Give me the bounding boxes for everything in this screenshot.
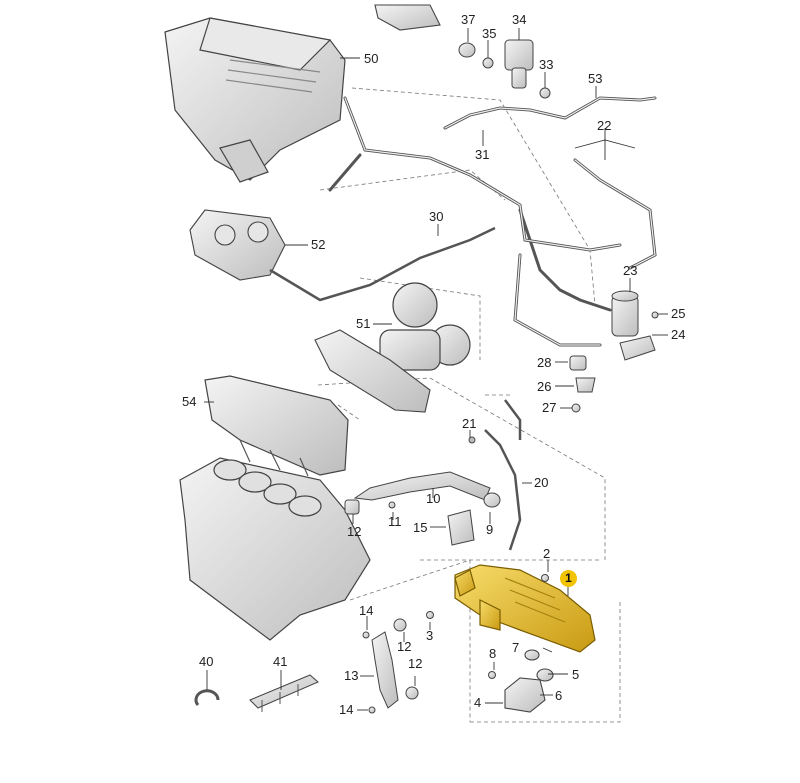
- callout-part-52: 52: [311, 237, 326, 252]
- callout-part-25: 25: [671, 306, 686, 321]
- callout-part-10: 10: [426, 491, 441, 506]
- callout-part-51: 51: [356, 316, 371, 331]
- callout-part-50: 50: [364, 51, 379, 66]
- bolts: [426, 574, 549, 679]
- vacuum-reservoir: [611, 290, 659, 361]
- callout-part-12-lower: 12: [408, 656, 423, 671]
- egr-pipe: [344, 471, 501, 515]
- leader-lines: [204, 28, 668, 711]
- coolant-hose: [362, 618, 419, 714]
- callout-part-35: 35: [482, 26, 497, 41]
- callout-part-26: 26: [537, 379, 552, 394]
- exhaust-manifold: [314, 329, 431, 413]
- pressure-pipe: [484, 399, 522, 551]
- callout-part-2: 2: [543, 546, 551, 561]
- engine-cover: [189, 209, 286, 281]
- callout-part-11: 11: [388, 514, 402, 529]
- callout-part-23: 23: [623, 263, 638, 278]
- retaining-clips: [569, 355, 596, 413]
- cover-pipe: [269, 226, 496, 302]
- callout-part-54: 54: [182, 394, 197, 409]
- callout-part-14-upper: 14: [359, 603, 374, 618]
- callout-part-33: 33: [539, 57, 554, 72]
- callout-part-1: 1: [560, 570, 577, 587]
- callout-part-28: 28: [537, 355, 552, 370]
- egr-cooler-highlighted: [454, 564, 596, 653]
- bracket-15: [447, 509, 475, 546]
- callout-part-8: 8: [489, 646, 497, 661]
- top-bracket: [374, 4, 441, 31]
- vacuum-hoses-highlight: [344, 97, 656, 346]
- callout-part-12-middle: 12: [397, 639, 412, 654]
- callout-part-37: 37: [461, 12, 476, 27]
- callout-part-31: 31: [475, 147, 490, 162]
- callout-part-20: 20: [534, 475, 549, 490]
- callout-part-7: 7: [512, 640, 520, 655]
- callout-part-27: 27: [542, 400, 557, 415]
- callout-part-53: 53: [588, 71, 603, 86]
- hose-clamp: [194, 689, 220, 706]
- callout-part-12-upper: 12: [347, 524, 362, 539]
- callout-part-4: 4: [474, 695, 482, 710]
- elbow-pipe: [504, 649, 554, 713]
- callout-part-15: 15: [413, 520, 428, 535]
- callout-part-3: 3: [426, 628, 434, 643]
- wiring-strip: [249, 674, 319, 712]
- callout-part-13: 13: [344, 668, 359, 683]
- callout-part-9: 9: [486, 522, 494, 537]
- engine-block: [179, 457, 371, 641]
- callout-part-41: 41: [273, 654, 288, 669]
- callout-part-5: 5: [572, 667, 580, 682]
- callout-part-30: 30: [429, 209, 444, 224]
- callout-part-40: 40: [199, 654, 214, 669]
- callout-part-14-lower: 14: [339, 702, 354, 717]
- callout-part-24: 24: [671, 327, 686, 342]
- callout-part-22: 22: [597, 118, 612, 133]
- solenoid-valve-group: [458, 39, 551, 99]
- turbocharger: [379, 282, 471, 371]
- intake-manifold: [204, 375, 349, 477]
- callout-part-6: 6: [555, 688, 563, 703]
- callout-part-34: 34: [512, 12, 527, 27]
- callout-part-21: 21: [462, 416, 477, 431]
- vacuum-hoses: [328, 96, 657, 347]
- air-filter-housing: [164, 17, 346, 183]
